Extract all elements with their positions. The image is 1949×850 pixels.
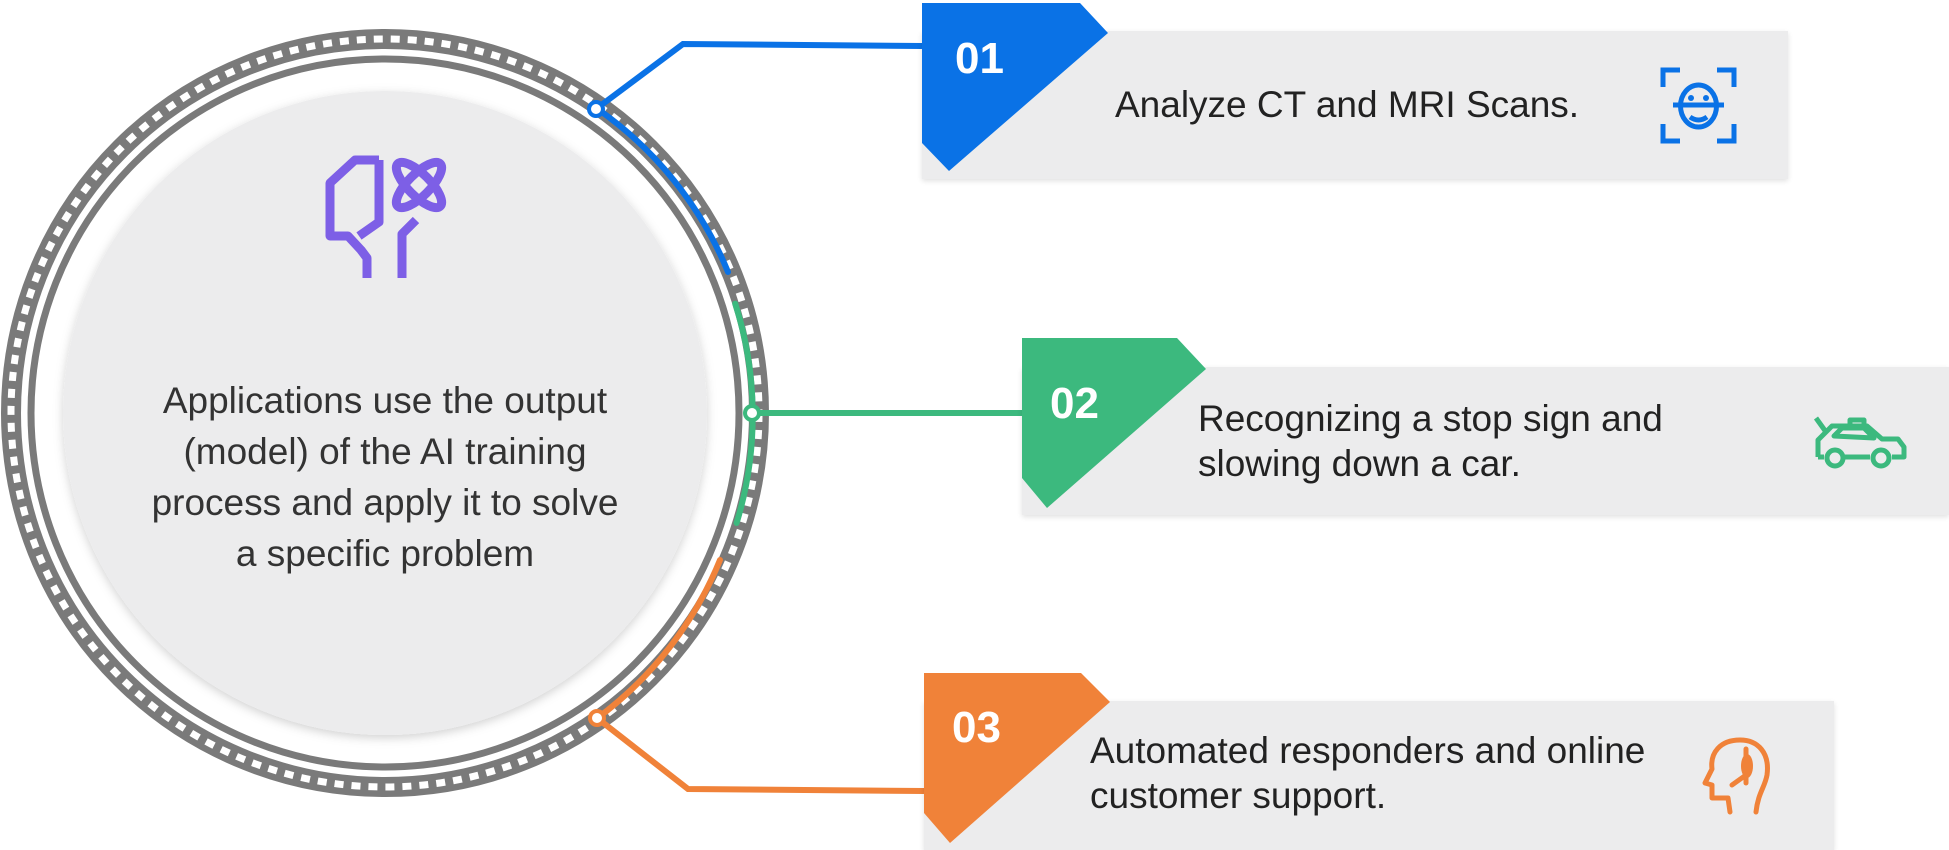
badge-02-number: 02 bbox=[1050, 379, 1099, 428]
badge-03-shape bbox=[924, 673, 1110, 843]
connector-dot-03 bbox=[588, 709, 606, 727]
card-01-text: Analyze CT and MRI Scans. bbox=[1115, 84, 1580, 125]
connector-01 bbox=[594, 40, 923, 112]
center-description: Applications use the output (model) of t… bbox=[151, 380, 619, 574]
badge-03-number: 03 bbox=[952, 703, 1001, 752]
badge-02-shape bbox=[1022, 338, 1206, 508]
inner-ring bbox=[27, 55, 743, 771]
connector-03 bbox=[595, 715, 925, 794]
badge-01-number: 01 bbox=[955, 34, 1004, 83]
badge-01-shape bbox=[922, 3, 1108, 171]
taxi-car-icon bbox=[1813, 416, 1907, 469]
ai-brain-atom-icon bbox=[325, 155, 447, 278]
arc-01 bbox=[592, 104, 731, 275]
headset-agent-icon bbox=[1702, 737, 1770, 815]
face-scan-icon bbox=[1660, 67, 1737, 144]
card-02-text: Recognizing a stop sign and slowing down… bbox=[1198, 398, 1663, 484]
inner-circle bbox=[63, 91, 707, 735]
connector-dot-02 bbox=[743, 404, 761, 422]
arc-03 bbox=[593, 557, 723, 722]
connector-dot-01 bbox=[587, 100, 605, 118]
card-03-text: Automated responders and online customer… bbox=[1090, 730, 1646, 816]
